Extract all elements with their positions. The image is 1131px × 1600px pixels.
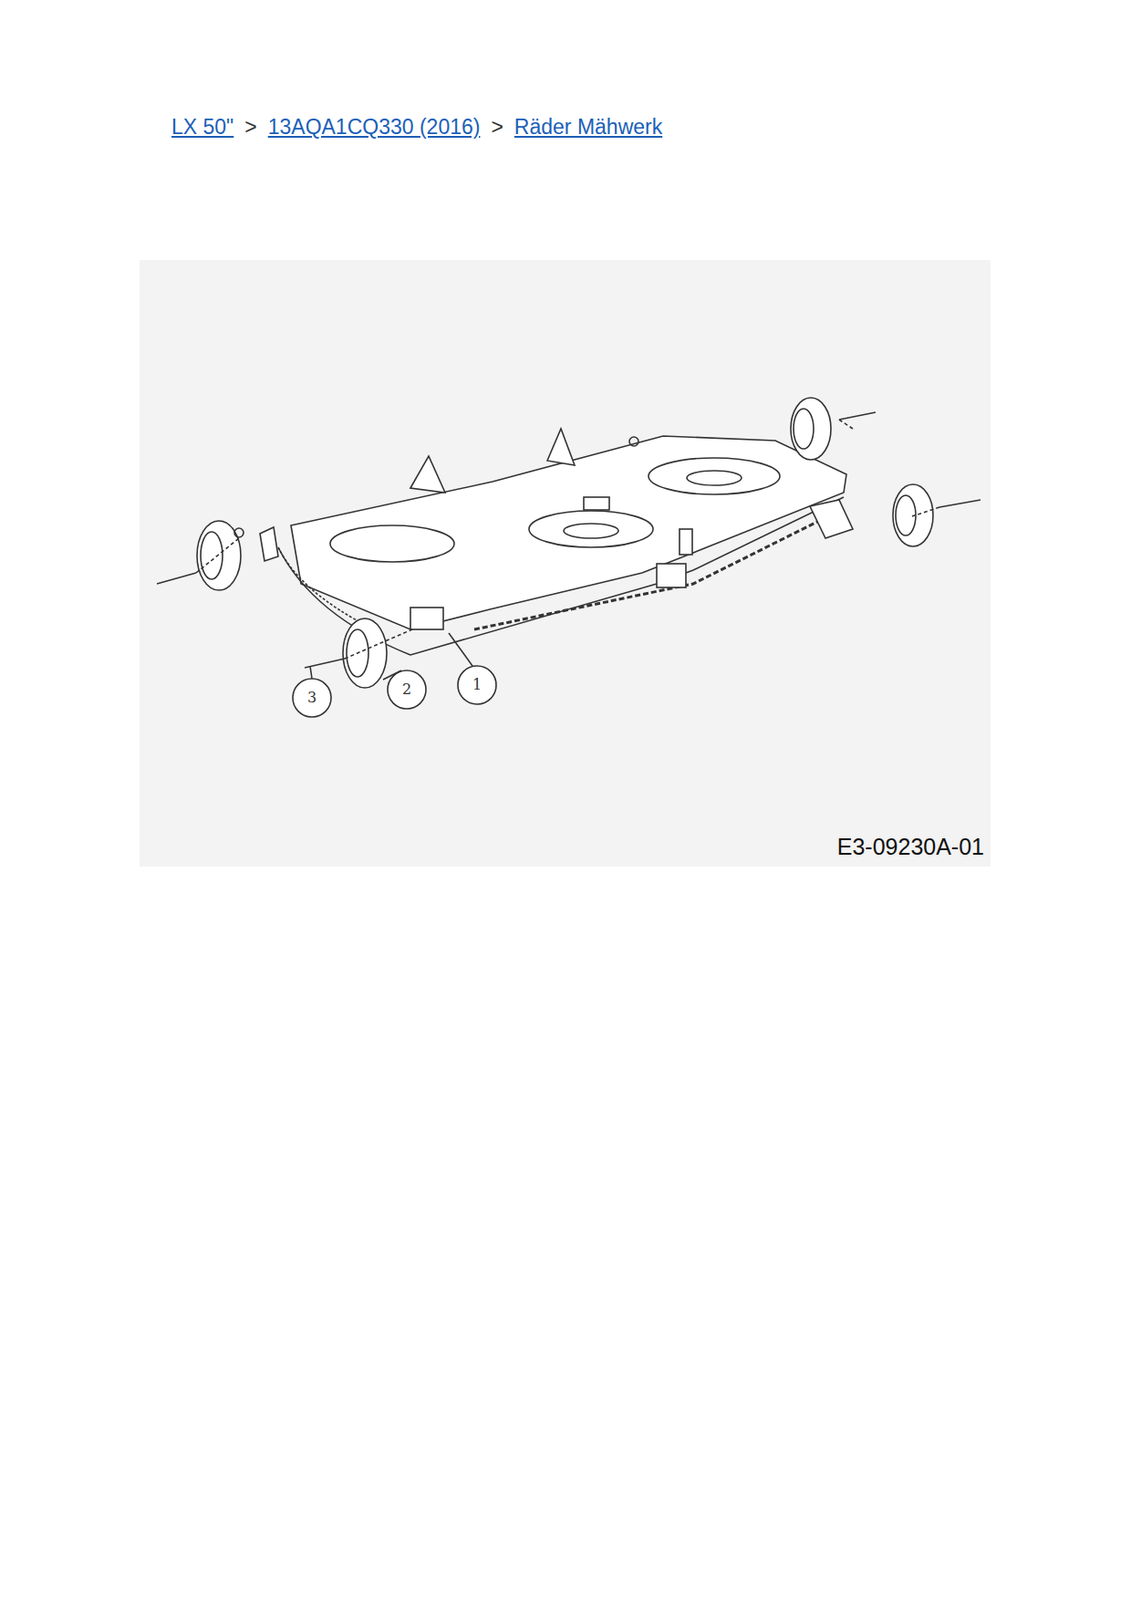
deck-drawing (156, 397, 981, 717)
breadcrumb-separator: > (490, 116, 503, 138)
breadcrumb-link: Räder Mähwerk (514, 116, 663, 138)
callout-number: 1 (472, 677, 482, 693)
breadcrumb-separator: > (244, 116, 257, 138)
callout-number: 2 (402, 682, 412, 697)
image-ground (139, 259, 991, 867)
breadcrumb-link: LX 50" (171, 116, 234, 138)
breadcrumb-link: 13AQA1CQ330 (2016) (268, 116, 481, 138)
drawing-code: E3-09230A-01 (837, 835, 985, 859)
callout-number: 3 (307, 690, 317, 706)
